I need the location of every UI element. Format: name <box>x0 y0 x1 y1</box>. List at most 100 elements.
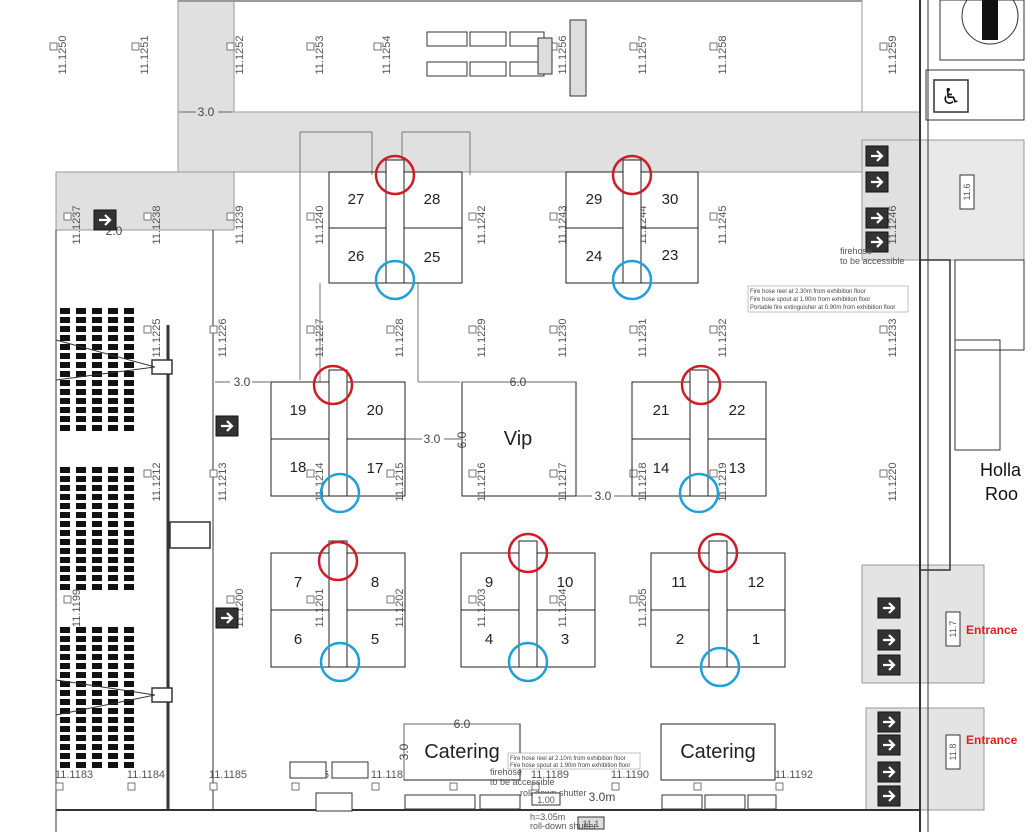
booth-21[interactable]: 21 <box>653 402 670 419</box>
booth-1[interactable]: 1 <box>752 631 760 648</box>
seat <box>92 317 102 323</box>
booth-18[interactable]: 18 <box>290 459 307 476</box>
exit-arrow <box>883 766 896 778</box>
vip-area[interactable]: Vip <box>504 428 533 450</box>
seat <box>108 690 118 696</box>
seat <box>92 362 102 368</box>
seat <box>76 636 86 642</box>
grid-marker <box>449 782 458 791</box>
seat <box>108 416 118 422</box>
seat <box>92 425 102 431</box>
booth-9[interactable]: 9 <box>485 574 493 591</box>
seat <box>60 681 70 687</box>
booth-22[interactable]: 22 <box>729 402 746 419</box>
seat <box>92 566 102 572</box>
grid-marker <box>693 782 702 791</box>
booth-8[interactable]: 8 <box>371 574 379 591</box>
grid-marker <box>143 469 152 478</box>
seat <box>124 389 134 395</box>
entrance-label-1[interactable]: Entrance <box>966 623 1018 637</box>
booth-10[interactable]: 10 <box>557 574 574 591</box>
booth-28[interactable]: 28 <box>424 191 441 208</box>
seat <box>124 762 134 768</box>
seat <box>60 753 70 759</box>
grid-marker <box>306 212 315 221</box>
booth-6[interactable]: 6 <box>294 631 302 648</box>
seat <box>60 530 70 536</box>
booth-11[interactable]: 11 <box>671 574 687 591</box>
seat <box>124 353 134 359</box>
fire-note-b: Fire hose spout at 1.90m from exhibition… <box>750 297 870 303</box>
seat <box>108 485 118 491</box>
dim-top-aisle: 3.0 <box>198 105 215 119</box>
grid-marker <box>143 212 152 221</box>
seat <box>124 575 134 581</box>
dim-vip-width: 6.0 <box>510 375 527 389</box>
booth-12[interactable]: 12 <box>748 574 765 591</box>
room-label-line1: Holla <box>980 460 1022 480</box>
seat <box>76 717 86 723</box>
seat <box>124 476 134 482</box>
grid-label: 11.1254 <box>381 36 393 75</box>
seat <box>124 726 134 732</box>
seat <box>124 485 134 491</box>
seat <box>108 753 118 759</box>
seat <box>124 380 134 386</box>
grid-label: 11.1233 <box>887 319 899 358</box>
booth-5[interactable]: 5 <box>371 631 379 648</box>
booth-25[interactable]: 25 <box>424 249 441 266</box>
booth-26[interactable]: 26 <box>348 248 365 265</box>
seat <box>124 645 134 651</box>
seat <box>124 416 134 422</box>
booth-19[interactable]: 19 <box>290 402 307 419</box>
seat <box>124 362 134 368</box>
grid-marker <box>775 782 784 791</box>
seat <box>124 326 134 332</box>
booth-20[interactable]: 20 <box>367 402 384 419</box>
seat <box>108 627 118 633</box>
grid-label: 11.1225 <box>151 319 163 358</box>
toilet-area: ♿ <box>933 0 1019 113</box>
equipment-boxes <box>289 19 777 812</box>
booth-13[interactable]: 13 <box>729 460 746 477</box>
exit-arrow <box>221 612 234 624</box>
grid-label: 11.1259 <box>887 36 899 75</box>
catering-area-left[interactable]: Catering <box>424 741 500 763</box>
booth-14[interactable]: 14 <box>653 460 670 477</box>
grid-label: 11.1228 <box>394 319 406 358</box>
seat <box>76 494 86 500</box>
grid-label: 11.1258 <box>717 36 729 75</box>
catering-area-right[interactable]: Catering <box>680 741 756 763</box>
booth-23[interactable]: 23 <box>662 247 679 264</box>
dim-vip-height: 6.0 <box>455 431 469 448</box>
seat <box>92 690 102 696</box>
seat <box>76 335 86 341</box>
booth-17[interactable]: 17 <box>367 460 384 477</box>
seat <box>60 416 70 422</box>
booth-29[interactable]: 29 <box>586 191 603 208</box>
entrance-label-2[interactable]: Entrance <box>966 733 1018 747</box>
fire-note-a: Fire hose reel at 2.30m from exhibition … <box>750 289 866 295</box>
seat <box>108 717 118 723</box>
seat <box>92 735 102 741</box>
seat <box>92 371 102 377</box>
booth-4[interactable]: 4 <box>485 631 493 648</box>
booth-27[interactable]: 27 <box>348 191 365 208</box>
booth-3[interactable]: 3 <box>561 631 569 648</box>
booth-2[interactable]: 2 <box>676 631 684 648</box>
seat <box>76 362 86 368</box>
seat <box>92 663 102 669</box>
booth-24[interactable]: 24 <box>586 248 603 265</box>
seat <box>108 389 118 395</box>
seat <box>124 690 134 696</box>
grid-marker <box>143 325 152 334</box>
grid-marker <box>209 469 218 478</box>
seat <box>92 530 102 536</box>
grid-label: 11.1219 <box>717 463 729 502</box>
seat <box>76 380 86 386</box>
seat <box>60 425 70 431</box>
grid-label: 11.1183 <box>55 769 93 781</box>
booth-30[interactable]: 30 <box>662 191 679 208</box>
booth-7[interactable]: 7 <box>294 574 302 591</box>
seat <box>76 539 86 545</box>
